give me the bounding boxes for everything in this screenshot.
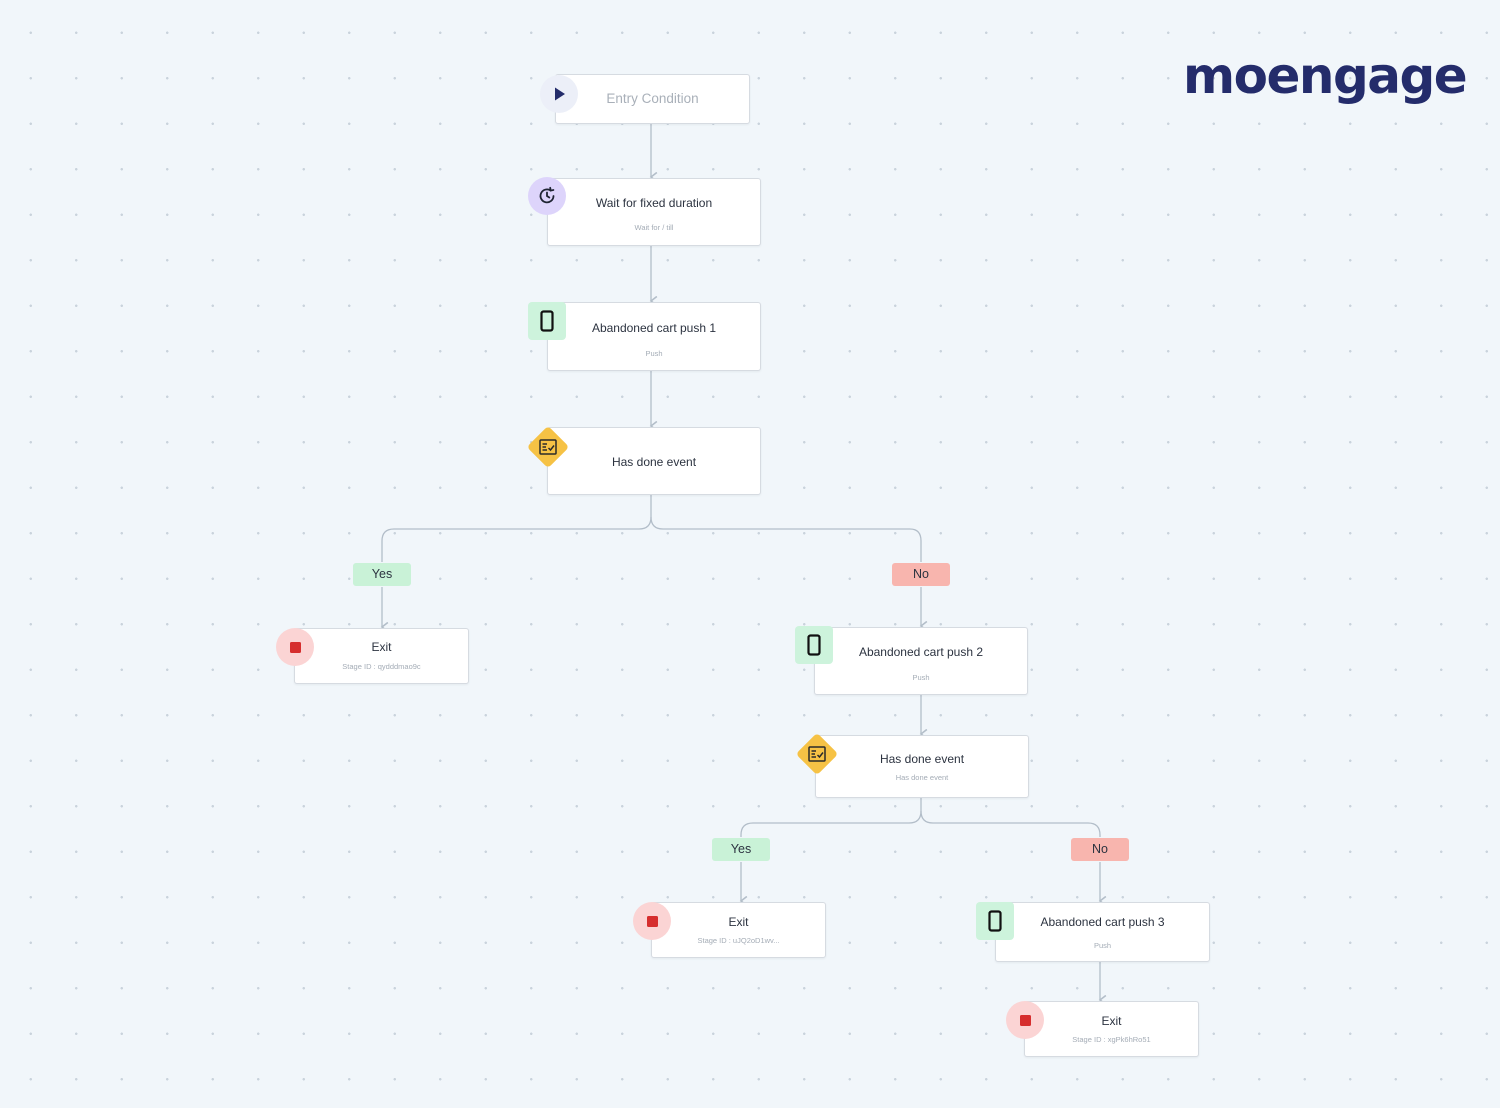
push-2-node[interactable]: Abandoned cart push 2 Push bbox=[814, 627, 1028, 695]
push-2-subtitle: Push bbox=[912, 673, 930, 682]
exit-node-1[interactable]: Exit Stage ID : qydddmao9c bbox=[294, 628, 469, 684]
exit-node-2[interactable]: Exit Stage ID : uJQ2oD1wv... bbox=[651, 902, 826, 958]
wait-subtitle: Wait for / till bbox=[634, 223, 674, 232]
branch-1-no-tag[interactable]: No bbox=[892, 563, 950, 586]
exit-2-stage-id: Stage ID : uJQ2oD1wv... bbox=[697, 936, 780, 945]
stop-icon bbox=[1006, 1001, 1044, 1039]
push-1-subtitle: Push bbox=[645, 349, 663, 358]
checklist-icon bbox=[526, 425, 570, 469]
connector-condition1-no bbox=[650, 516, 922, 562]
stop-icon bbox=[276, 628, 314, 666]
condition-1-title: Has done event bbox=[611, 455, 697, 469]
mobile-phone-icon bbox=[528, 302, 566, 340]
has-done-event-node-1[interactable]: Has done event bbox=[547, 427, 761, 495]
push-2-title: Abandoned cart push 2 bbox=[858, 645, 984, 659]
has-done-event-node-2[interactable]: Has done event Has done event bbox=[815, 735, 1029, 798]
checklist-icon bbox=[795, 732, 839, 776]
exit-3-title: Exit bbox=[1101, 1014, 1122, 1028]
exit-1-stage-id: Stage ID : qydddmao9c bbox=[342, 662, 421, 671]
exit-3-stage-id: Stage ID : xgPk6hRo51 bbox=[1072, 1035, 1151, 1044]
wait-node[interactable]: Wait for fixed duration Wait for / till bbox=[547, 178, 761, 246]
play-icon bbox=[540, 75, 578, 113]
mobile-phone-icon bbox=[795, 626, 833, 664]
branch-2-yes-tag[interactable]: Yes bbox=[712, 838, 770, 861]
push-3-subtitle: Push bbox=[1093, 941, 1112, 950]
condition-2-subtitle: Has done event bbox=[895, 773, 949, 782]
push-3-title: Abandoned cart push 3 bbox=[1040, 915, 1165, 929]
branch-1-yes-tag[interactable]: Yes bbox=[353, 563, 411, 586]
stop-icon bbox=[633, 902, 671, 940]
entry-condition-node[interactable]: Entry Condition bbox=[555, 74, 750, 124]
push-3-node[interactable]: Abandoned cart push 3 Push bbox=[995, 902, 1210, 962]
exit-node-3[interactable]: Exit Stage ID : xgPk6hRo51 bbox=[1024, 1001, 1199, 1057]
clock-rotate-icon bbox=[528, 177, 566, 215]
mobile-phone-icon bbox=[976, 902, 1014, 940]
connector-condition2-no bbox=[920, 810, 1101, 837]
exit-1-title: Exit bbox=[371, 640, 392, 654]
moengage-logo: moengage bbox=[1183, 47, 1468, 105]
wait-title: Wait for fixed duration bbox=[595, 196, 713, 210]
condition-2-title: Has done event bbox=[879, 752, 965, 766]
push-1-title: Abandoned cart push 1 bbox=[591, 321, 717, 335]
entry-condition-label: Entry Condition bbox=[606, 91, 699, 106]
branch-2-no-tag[interactable]: No bbox=[1071, 838, 1129, 861]
connector-condition1-split bbox=[381, 495, 652, 562]
exit-2-title: Exit bbox=[728, 915, 749, 929]
push-1-node[interactable]: Abandoned cart push 1 Push bbox=[547, 302, 761, 371]
connector-condition2-split bbox=[740, 798, 922, 837]
